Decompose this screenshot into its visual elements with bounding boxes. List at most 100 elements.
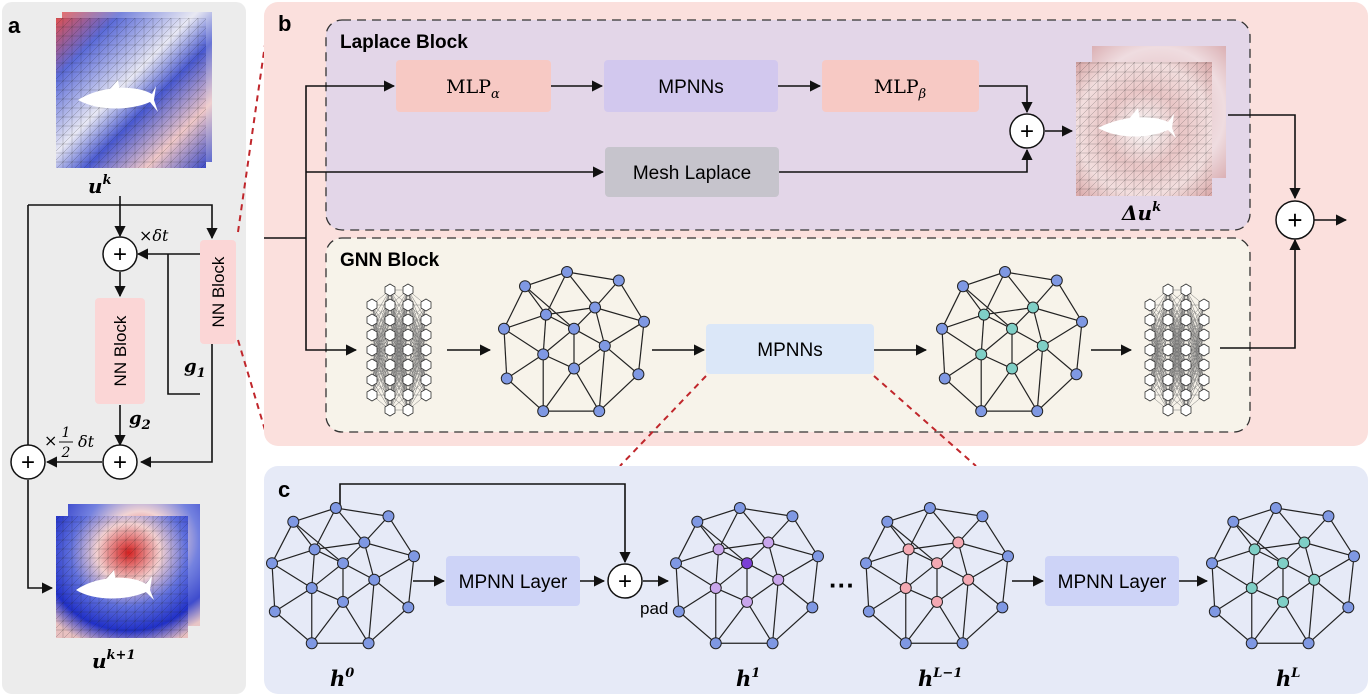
graph-edge [387,515,415,557]
graph-node [408,550,420,563]
graph-edge [905,601,938,644]
panel-a-plus-top: + [102,236,138,272]
graph-node [938,372,951,385]
mlp-node [420,298,432,312]
mlp-node [1162,373,1174,387]
panel-a-plus-left: + [10,444,46,480]
graph-node [1027,301,1039,314]
graph-edge [1313,579,1349,608]
graph-edge [696,521,748,564]
graph-edge [545,306,596,316]
graph-edge [1011,368,1038,412]
mlp-edge [407,349,427,411]
graph-node [899,582,912,595]
graph-node [337,557,349,570]
graph-node [1036,339,1049,352]
graph-edge [311,549,316,589]
panel-c-background [264,466,1368,694]
graph-edge [271,521,294,564]
graph-edge [407,556,415,608]
graph-edge [1211,562,1253,589]
graph-node [899,637,912,650]
graph-h1 [670,502,824,650]
mlp-node [1162,403,1174,417]
graph-edge [503,285,526,330]
graph-node [691,515,704,528]
graph-node [766,637,779,650]
graph-edge [342,579,375,603]
graph-edge [865,562,907,589]
graph-edge [364,541,415,557]
graph-node [266,557,278,570]
mlp-node [1198,313,1210,327]
mlp-edge [1185,364,1205,411]
graph-node [956,637,969,650]
mlp-edge [1149,334,1169,396]
graph-node [1031,405,1044,418]
mlp-node [402,388,414,402]
graph-edge [598,345,606,412]
graph-node [568,362,580,375]
graph-node [1006,362,1018,375]
graph-edge [292,521,344,564]
connector-b-c-right [873,375,977,467]
graph-node [1277,557,1289,570]
mpnns-top-box [604,60,778,112]
laplace-plus: + [1009,113,1045,149]
mpnn-layer-1-box [446,556,580,606]
graph-node [712,543,725,556]
mlp-node [420,388,432,402]
pad-label: pad [640,599,668,618]
graph-edge [1004,271,1034,308]
graph-edge [936,579,969,603]
hL1-label: hL−1 [918,666,962,691]
field-image-uk [56,12,212,168]
mlp-node [402,343,414,357]
graph-edge [811,556,819,608]
graph-edge [675,521,698,564]
gnn-output-graph [936,266,1088,418]
mlp-beta-box [822,60,979,112]
graph-node [1227,515,1240,528]
graph-edge [980,314,985,355]
mlp-edge [371,289,391,351]
graph-edge [697,507,741,523]
graph-node [1348,550,1360,563]
mlp-node [1144,313,1156,327]
graph-edge [1282,601,1310,644]
mlp-node [1144,373,1156,387]
graph-node [1322,510,1335,523]
mlp-node [1162,298,1174,312]
graph-node [786,510,799,523]
graph-edge [929,507,983,517]
graph-edge [542,314,547,355]
svg-text:+: + [1020,118,1034,145]
mlp-edge [1149,364,1169,396]
mlp-node [402,358,414,372]
graph-node [741,595,753,608]
mpnns-top-label: MPNNs [658,77,723,98]
graph-h0 [266,502,420,650]
mlp-edge [389,289,409,336]
graph-node [923,502,936,514]
graph-node [362,637,375,650]
mlp-encoder-net [366,283,432,417]
graph-edge [271,548,315,564]
graph-edge [961,579,969,644]
graph-node [931,557,943,570]
mlp-node [366,313,378,327]
mlp-edge [1167,289,1187,411]
mpnn-layer-2-box [1045,556,1179,606]
graph-edge [506,353,544,380]
graph-edge [598,373,639,412]
graph-edge [957,542,969,580]
graph-edge [594,307,606,346]
mlp-node [384,373,396,387]
panel-c-label: c [278,477,290,502]
graph-edge [1032,306,1083,323]
graph-edge [905,562,938,589]
mlp-node [1162,328,1174,342]
graph-node [1342,601,1355,614]
mlp-edge [1185,304,1205,336]
times-dt-label: ×δt [139,226,169,245]
